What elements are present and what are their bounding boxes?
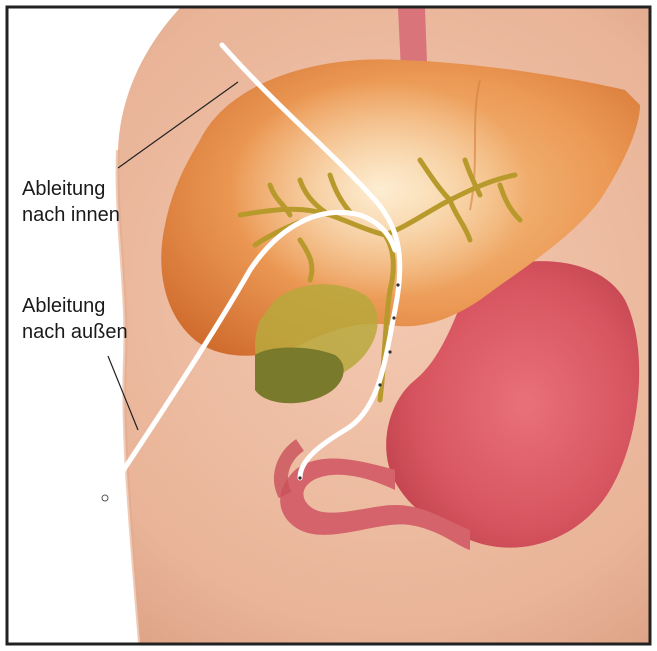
label-external-line1: Ableitung <box>22 293 128 319</box>
liver-highlight <box>230 80 530 300</box>
label-internal-line2: nach innen <box>22 202 120 228</box>
label-internal-line1: Ableitung <box>22 176 120 202</box>
label-external-drainage: Ableitung nach außen <box>22 293 128 345</box>
drain-tip <box>102 495 108 501</box>
label-internal-drainage: Ableitung nach innen <box>22 176 120 228</box>
label-external-line2: nach außen <box>22 319 128 345</box>
